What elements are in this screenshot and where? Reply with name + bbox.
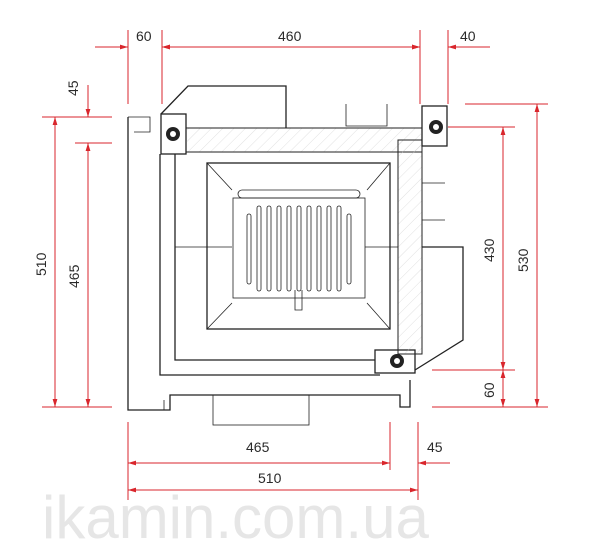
dim-bottom-510: 510 — [258, 470, 282, 486]
dim-top-60: 60 — [136, 28, 152, 44]
dimension-lines — [42, 30, 548, 500]
dim-bottom-45: 45 — [427, 439, 443, 455]
dim-bottom-465: 465 — [246, 439, 270, 455]
watermark: ikamin.com.ua — [42, 484, 429, 544]
dimension-labels: 60 460 40 45 510 465 430 530 60 465 45 5… — [33, 28, 531, 486]
dim-left-45: 45 — [65, 80, 81, 96]
dim-right-430: 430 — [481, 238, 497, 262]
dim-top-40: 40 — [460, 28, 476, 44]
dim-left-510: 510 — [33, 252, 49, 276]
dim-left-465: 465 — [66, 264, 82, 288]
dim-top-460: 460 — [278, 28, 302, 44]
dim-right-60: 60 — [481, 382, 497, 398]
dim-right-530: 530 — [515, 248, 531, 272]
grate-bars — [246, 205, 352, 292]
firebox-plan — [127, 85, 464, 426]
